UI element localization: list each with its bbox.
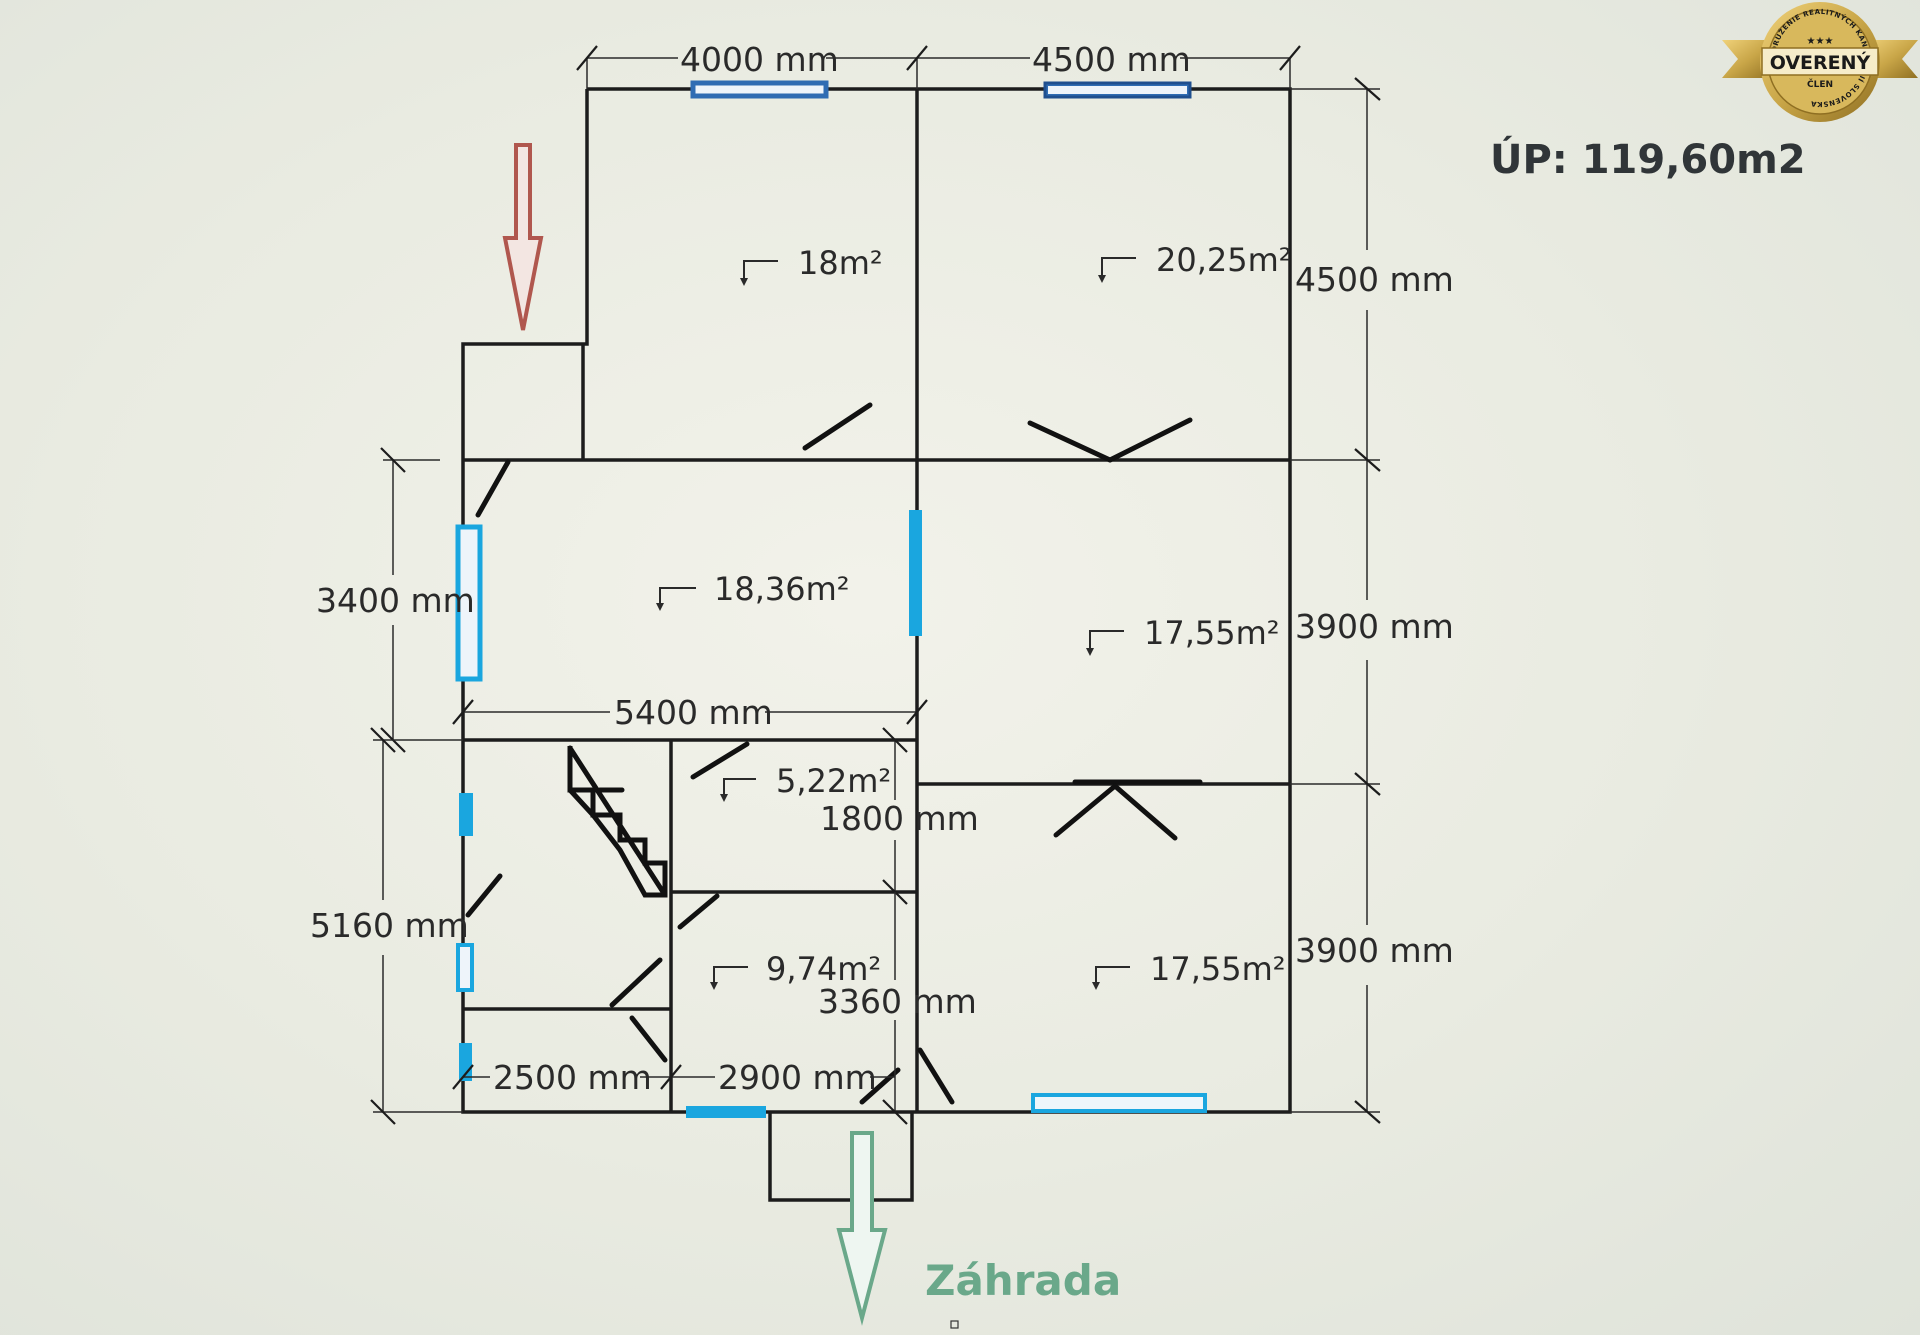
window-bottom-right — [1031, 1093, 1207, 1113]
window-living-left — [455, 524, 483, 682]
dimension-labels: 4000 mm 4500 mm 4500 mm 3900 mm 3900 mm … — [310, 40, 1454, 1097]
window-top-right-glass — [1048, 86, 1187, 94]
dim-bottom-left: 2500 mm — [493, 1058, 652, 1097]
badge-main-text: OVERENÝ — [1770, 50, 1871, 74]
area-room-right-middle: 17,55m² — [1144, 614, 1280, 652]
door-right-bottom-a — [1053, 783, 1118, 838]
window-internal-glass — [909, 510, 922, 636]
door-small-room — [690, 741, 750, 780]
door-bath — [677, 893, 720, 930]
entrance-arrow — [502, 143, 544, 331]
door-top-right-a — [1027, 420, 1113, 463]
window-stair-1 — [459, 793, 473, 836]
stair-diagonal — [567, 745, 668, 898]
door-garden-a — [859, 1067, 901, 1105]
dim-bottom-middle: 2900 mm — [718, 1058, 877, 1097]
verified-member-badge: ZDRUŽENIE REALITNÝCH KANCELÁRIÍ SLOVENSK… — [1722, 2, 1918, 122]
entrance-arrow-icon — [502, 143, 544, 331]
staircase — [567, 745, 668, 898]
dim-top-left: 4000 mm — [680, 40, 839, 79]
dimension-lines — [370, 45, 1381, 1125]
dim-left-upper: 3400 mm — [316, 581, 475, 620]
window-bottom-bath — [686, 1106, 766, 1118]
stair-steps — [567, 746, 668, 898]
door-top-left-room — [802, 402, 873, 451]
dim-left-lower: 5160 mm — [310, 906, 469, 945]
garden-arrow — [836, 1131, 888, 1326]
dim-small-room-height: 1800 mm — [820, 799, 979, 838]
area-room-bath: 9,74m² — [766, 950, 881, 988]
door-hall-bottom — [629, 1015, 668, 1063]
dim-right-bottom: 3900 mm — [1295, 931, 1454, 970]
area-room-living: 18,36m² — [714, 570, 850, 608]
room-areas: 18m² 20,25m² 18,36m² 17,55m² 5,22m² 9,74… — [656, 241, 1292, 990]
dim-middle-width: 5400 mm — [614, 693, 773, 732]
area-room-top-right: 20,25m² — [1156, 241, 1292, 279]
area-room-top-left: 18m² — [798, 244, 883, 282]
windows — [455, 80, 1207, 1118]
window-stair-2 — [456, 943, 474, 992]
area-room-small: 5,22m² — [776, 762, 891, 800]
garden-arrow-icon — [836, 1131, 888, 1326]
dim-right-top: 4500 mm — [1295, 260, 1454, 299]
small-marker — [950, 1320, 959, 1329]
dim-bath-height: 3360 mm — [818, 982, 977, 1021]
door-under-stair — [609, 957, 663, 1008]
door-garden-b — [917, 1047, 955, 1105]
garden-label: Záhrada — [925, 1256, 1121, 1305]
door-top-right-b — [1107, 417, 1193, 463]
door-right-bottom-b — [1112, 783, 1178, 841]
area-room-right-bottom: 17,55m² — [1150, 950, 1286, 988]
garden-porch — [768, 1112, 914, 1202]
doors — [465, 402, 1203, 1105]
door-entrance — [475, 459, 511, 518]
window-top-left — [690, 80, 829, 99]
door-stair-hall — [465, 873, 503, 918]
dim-right-middle: 3900 mm — [1295, 607, 1454, 646]
dim-top-right: 4500 mm — [1032, 40, 1191, 79]
badge-band — [1761, 47, 1879, 76]
badge-sub-text: ČLEN — [1807, 78, 1833, 90]
usable-area-title: ÚP: 119,60m2 — [1490, 135, 1806, 183]
badge-stars: ★★★ — [1807, 36, 1834, 47]
